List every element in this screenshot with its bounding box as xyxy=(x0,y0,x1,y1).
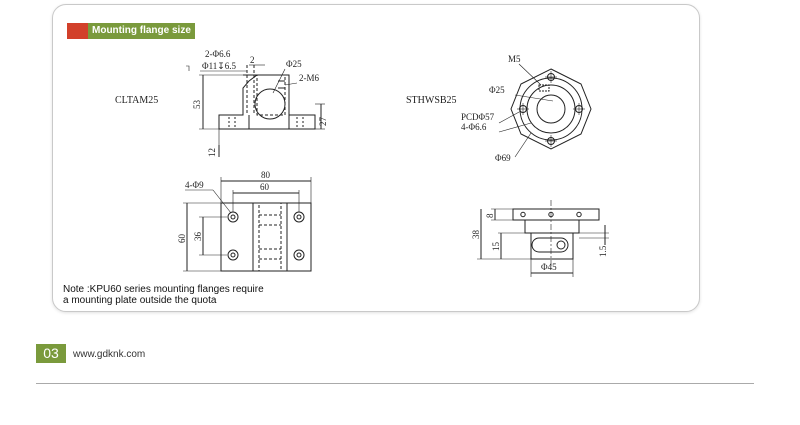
section-header: Mounting flange size xyxy=(67,23,195,39)
note-text: Note :KPU60 series mounting flanges requ… xyxy=(63,284,383,306)
catalog-panel: Mounting flange size CLTAM25 xyxy=(52,4,700,312)
dim-bore: Φ25 xyxy=(286,59,302,69)
dim-flange: 8 xyxy=(485,213,495,218)
dim-gap: 2 xyxy=(250,55,255,65)
page-number-badge: 03 xyxy=(36,344,66,363)
dim-diameter-45: Φ45 xyxy=(541,262,557,272)
dim-length: 80 xyxy=(261,170,271,180)
dim-height: 53 xyxy=(192,100,202,110)
technical-drawings: CLTAM25 53 12 xyxy=(115,49,609,277)
dim-holes-4: 4-Φ6.6 xyxy=(461,122,487,132)
dim-m5: M5 xyxy=(508,54,521,64)
dim-thread: 2-M6 xyxy=(299,73,319,83)
dim-height-15: 15 xyxy=(491,242,501,252)
dim-holes: 2-Φ6.6 xyxy=(205,49,231,59)
drawing-sthwsb25: STHWSB25 M5 Φ25 PCDΦ57 4-Φ6.6 Φ69 xyxy=(406,54,592,163)
drawing-plan-view: 80 60 4-Φ9 60 36 xyxy=(177,170,312,272)
model-label-sthwsb25: STHWSB25 xyxy=(406,95,457,106)
footer-divider xyxy=(36,383,754,384)
dim-counterbore: Φ11↧6.5 xyxy=(202,61,237,71)
dim-pcd: PCDΦ57 xyxy=(461,112,495,122)
drawing-flange-side: 8 38 15 Φ45 1.5 xyxy=(471,200,609,277)
dim-pitch: 60 xyxy=(260,182,270,192)
dim-outer-69: Φ69 xyxy=(495,153,511,163)
model-label-cltam25: CLTAM25 xyxy=(115,95,158,106)
dim-bore-25: Φ25 xyxy=(489,85,505,95)
dim-center-height: 27 xyxy=(318,117,328,127)
dim-width-pitch: 36 xyxy=(193,232,203,242)
drawing-cltam25: CLTAM25 53 12 xyxy=(115,49,328,157)
dim-offset: 1.5 xyxy=(598,245,608,257)
dim-width: 60 xyxy=(177,234,187,244)
section-title: Mounting flange size xyxy=(88,23,195,39)
header-red-block xyxy=(67,23,88,39)
note-line-2: a mounting plate outside the quota xyxy=(63,295,217,306)
dim-base: 12 xyxy=(207,148,217,157)
footer-url[interactable]: www.gdknk.com xyxy=(73,349,146,360)
dim-total: 38 xyxy=(471,230,481,240)
dim-holes-9: 4-Φ9 xyxy=(185,180,204,190)
note-line-1: Note :KPU60 series mounting flanges requ… xyxy=(63,284,264,295)
